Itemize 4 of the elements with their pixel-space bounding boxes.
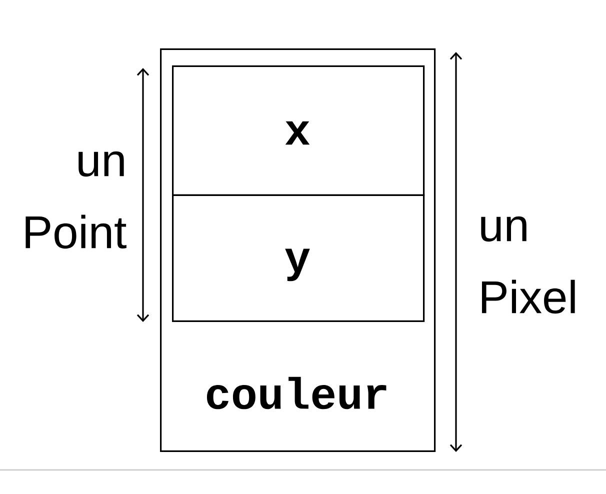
field-cell: y — [172, 194, 425, 322]
dimension-label: un Point — [26, 151, 126, 249]
field-cell: x — [172, 65, 425, 196]
dimension-label: un Pixel — [481, 216, 575, 314]
